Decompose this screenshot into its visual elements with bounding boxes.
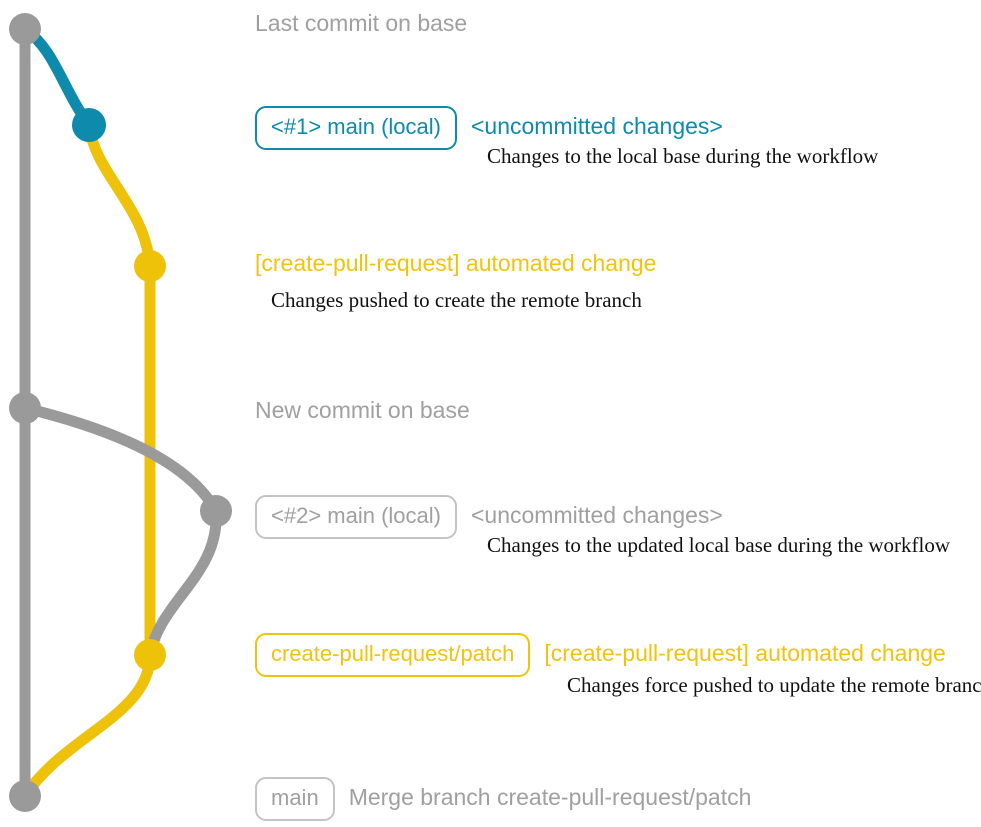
commit-row-local-commit-1: <#1> main (local) <uncommitted changes> — [255, 106, 723, 150]
commit-description-local-commit-2: Changes to the updated local base during… — [487, 533, 951, 557]
commit-subject-merge-commit: Merge branch create-pull-request/patch — [348, 784, 752, 810]
commit-subject-local-commit-1: <uncommitted changes> — [470, 113, 723, 139]
node-local-2 — [200, 495, 232, 527]
commit-description-automated-change-1: Changes pushed to create the remote bran… — [271, 288, 642, 312]
ref-badge-main-local-2[interactable]: <#2> main (local) — [255, 495, 457, 539]
commit-row-automated-change-2: create-pull-request/patch [create-pull-r… — [255, 633, 946, 677]
edge-base-to-local2 — [19, 402, 222, 517]
node-local-1 — [72, 108, 106, 142]
edge-local1-to-automated1 — [83, 119, 156, 272]
node-base-top — [9, 13, 41, 45]
commit-description-automated-change-2: Changes force pushed to update the remot… — [567, 673, 981, 697]
commit-subject-local-commit-2: <uncommitted changes> — [470, 502, 723, 528]
commit-headline-automated-change-1: [create-pull-request] automated change — [255, 250, 657, 276]
node-automated-1 — [134, 250, 166, 282]
node-automated-2 — [134, 639, 166, 671]
commit-subject-automated-change-2: [create-pull-request] automated change — [544, 640, 946, 666]
edge-automated2-to-merge — [19, 649, 156, 802]
edge-base-to-local1 — [19, 23, 95, 131]
ref-badge-main-local-1[interactable]: <#1> main (local) — [255, 106, 457, 150]
node-merge-bottom — [9, 780, 41, 812]
commit-row-last-commit-on-base: Last commit on base — [255, 12, 467, 35]
commit-row-local-commit-2: <#2> main (local) <uncommitted changes> — [255, 495, 723, 539]
commit-headline-new-commit-on-base: New commit on base — [255, 397, 470, 423]
ref-badge-main[interactable]: main — [255, 777, 335, 821]
ref-badge-create-pull-request-patch[interactable]: create-pull-request/patch — [255, 633, 531, 677]
commit-row-merge-commit: main Merge branch create-pull-request/pa… — [255, 777, 751, 821]
commit-description-local-commit-1: Changes to the local base during the wor… — [487, 144, 879, 168]
commit-row-new-commit-on-base: New commit on base — [255, 399, 470, 422]
commit-headline-last-commit-on-base: Last commit on base — [255, 10, 468, 36]
commit-row-automated-change-1: [create-pull-request] automated change — [255, 252, 656, 275]
edge-local2-to-automated2 — [144, 505, 222, 661]
commit-nodes — [9, 13, 232, 812]
node-base-new — [9, 392, 41, 424]
